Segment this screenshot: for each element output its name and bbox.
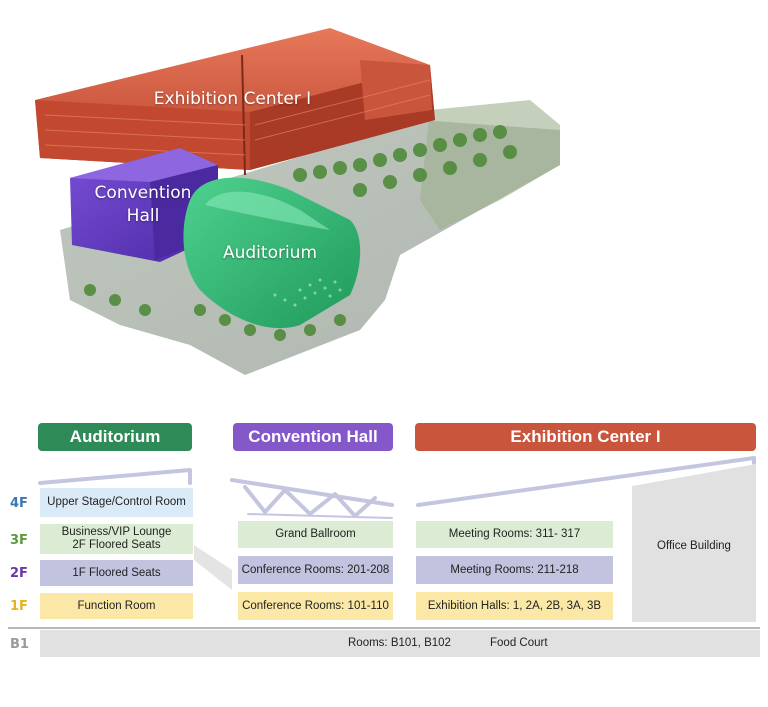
- exhibition-1f-room: Exhibition Halls: 1, 2A, 2B, 3A, 3B: [416, 592, 613, 620]
- exhibition-center-render-label: Exhibition Center I: [153, 89, 312, 109]
- trees: [84, 125, 517, 341]
- floor-label-b1: B1: [10, 637, 29, 652]
- floor-label-2f: 2F: [10, 566, 28, 581]
- auditorium-roof-outline: [38, 468, 192, 485]
- venue-rendering: Exhibition Center I Convention Hall Audi…: [35, 28, 560, 375]
- auditorium-header: Auditorium: [38, 423, 192, 451]
- auditorium-render-label: Auditorium: [222, 243, 318, 263]
- exhibition-3f-room: Meeting Rooms: 311- 317: [416, 521, 613, 548]
- auditorium-building: [183, 177, 361, 329]
- floor-label-4f: 4F: [10, 496, 28, 511]
- exhibition-center-building: [35, 28, 435, 176]
- office-building-label: Office Building: [657, 540, 731, 552]
- convention-hall-header: Convention Hall: [233, 423, 393, 451]
- convention-hall-render-label-line1: Convention: [94, 183, 192, 203]
- convention-truss-bottom: [247, 513, 393, 519]
- floor-label-3f: 3F: [10, 533, 28, 548]
- exhibition-2f-room: Meeting Rooms: 211-218: [416, 556, 613, 584]
- basement-food-court: Food Court: [490, 637, 548, 649]
- river-bank: [420, 100, 560, 230]
- convention-2f-room: Conference Rooms: 201-208: [238, 556, 393, 584]
- auditorium-3f-room: Business/VIP Lounge 2F Floored Seats: [40, 524, 193, 554]
- venue-rendering-graphic: [35, 28, 560, 375]
- convention-hall-render-label-line2: Hall: [126, 206, 160, 226]
- auditorium-4f-room: Upper Stage/Control Room: [40, 488, 193, 517]
- exhibition-center-header: Exhibition Center I: [415, 423, 756, 451]
- convention-1f-room: Conference Rooms: 101-110: [238, 592, 393, 620]
- basement-rooms: Rooms: B101, B102: [348, 637, 451, 649]
- auditorium-3f-line1: Business/VIP Lounge: [61, 526, 172, 538]
- connector-band: [194, 545, 232, 590]
- floor-label-1f: 1F: [10, 599, 28, 614]
- convention-hall-render-label: Convention Hall: [88, 182, 198, 228]
- exhibition-roof-outline: [416, 456, 756, 507]
- auditorium-2f-room: 1F Floored Seats: [40, 560, 193, 586]
- office-building-block: [632, 464, 756, 622]
- basement-bar: Rooms: B101, B102 Food Court: [40, 630, 760, 657]
- convention-truss-top: [230, 478, 394, 507]
- auditorium-3f-line2: 2F Floored Seats: [72, 539, 161, 551]
- auditorium-1f-room: Function Room: [40, 593, 193, 619]
- convention-3f-room: Grand Ballroom: [238, 521, 393, 548]
